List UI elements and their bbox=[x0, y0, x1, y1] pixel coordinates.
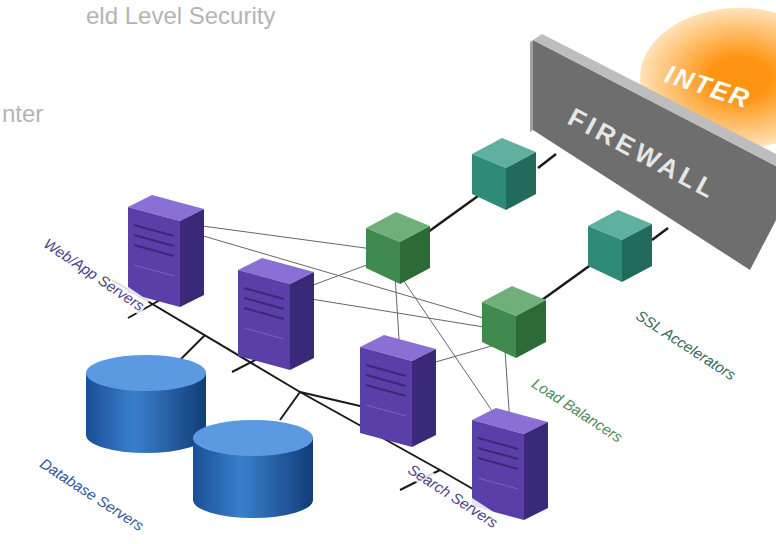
firewall-wall: FIREWALL bbox=[530, 30, 776, 275]
slide-heading: eld Level Security bbox=[86, 2, 275, 30]
slide-bullet: nter bbox=[2, 100, 43, 128]
database-group-label: Database Servers bbox=[35, 453, 148, 535]
accelerator-group-label: SSL Accelerators bbox=[631, 305, 740, 384]
